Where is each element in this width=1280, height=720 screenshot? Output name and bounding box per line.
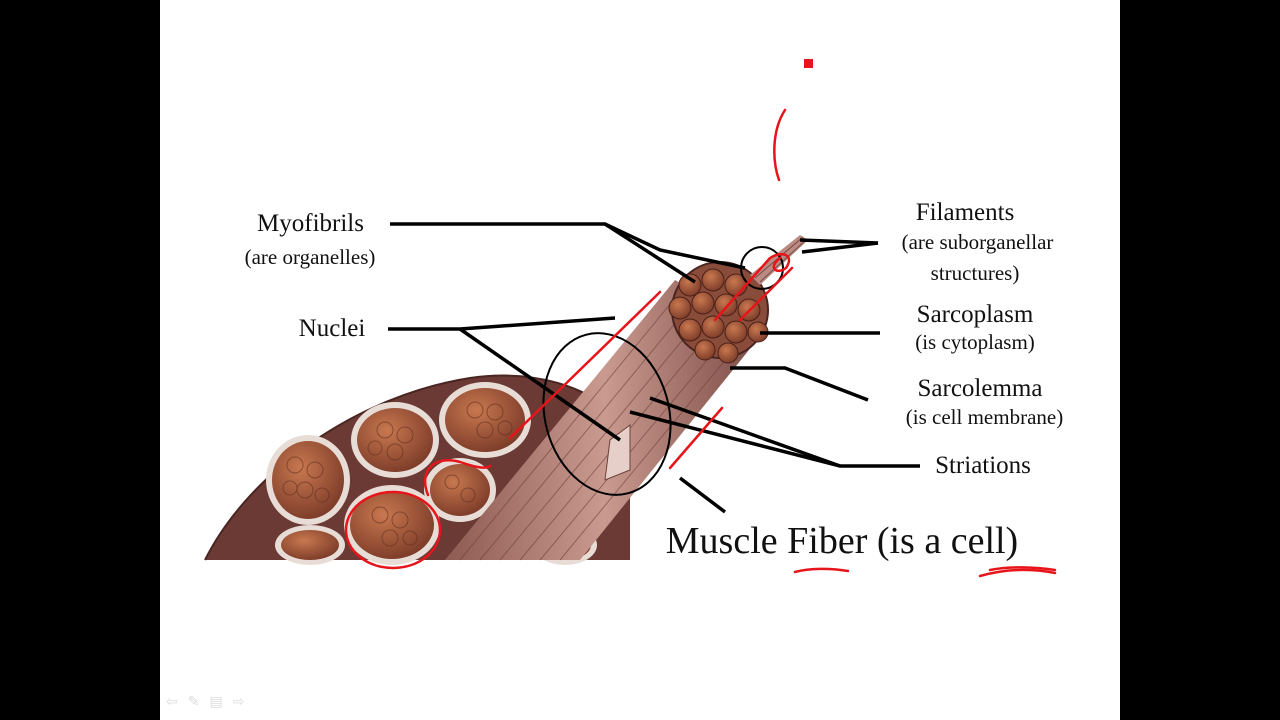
fascicle-2 xyxy=(351,402,439,478)
back-arrow-icon[interactable]: ⇦ xyxy=(166,694,178,710)
red-annotations xyxy=(344,59,1057,578)
label-filaments-note-2: structures) xyxy=(930,261,1020,285)
label-sarcoplasm-note: (is cytoplasm) xyxy=(915,330,1035,354)
label-filaments: Filaments xyxy=(915,199,1015,226)
forward-arrow-icon[interactable]: ⇨ xyxy=(232,694,245,710)
label-filaments-note-1: (are suborganellar xyxy=(901,230,1054,254)
muscle-diagram xyxy=(204,59,1057,578)
leader-lines xyxy=(388,222,920,514)
fascicle-5 xyxy=(424,458,496,522)
fascicle-6 xyxy=(275,525,345,565)
pen-icon[interactable]: ✎ xyxy=(187,694,200,710)
muscle-fiber xyxy=(445,235,808,561)
label-myofibrils-note: (are organelles) xyxy=(244,245,376,269)
menu-icon[interactable]: ▤ xyxy=(209,694,223,710)
label-sarcoplasm: Sarcoplasm xyxy=(916,301,1034,328)
fascicle-4 xyxy=(344,485,440,565)
label-striations: Striations xyxy=(935,452,1031,479)
fascicle-1 xyxy=(266,435,350,525)
label-sarcolemma-note: (is cell membrane) xyxy=(905,405,1064,429)
label-nuclei: Nuclei xyxy=(298,315,366,342)
slide: Myofibrils (are organelles) Nuclei Filam… xyxy=(160,0,1120,720)
label-sarcolemma: Sarcolemma xyxy=(917,375,1043,402)
diagram-title: Muscle Fiber (is a cell) xyxy=(665,520,1019,562)
slideshow-controls: ⇦ ✎ ▤ ⇨ xyxy=(166,694,244,710)
label-myofibrils: Myofibrils xyxy=(257,210,364,237)
fascicle-3 xyxy=(439,382,531,458)
